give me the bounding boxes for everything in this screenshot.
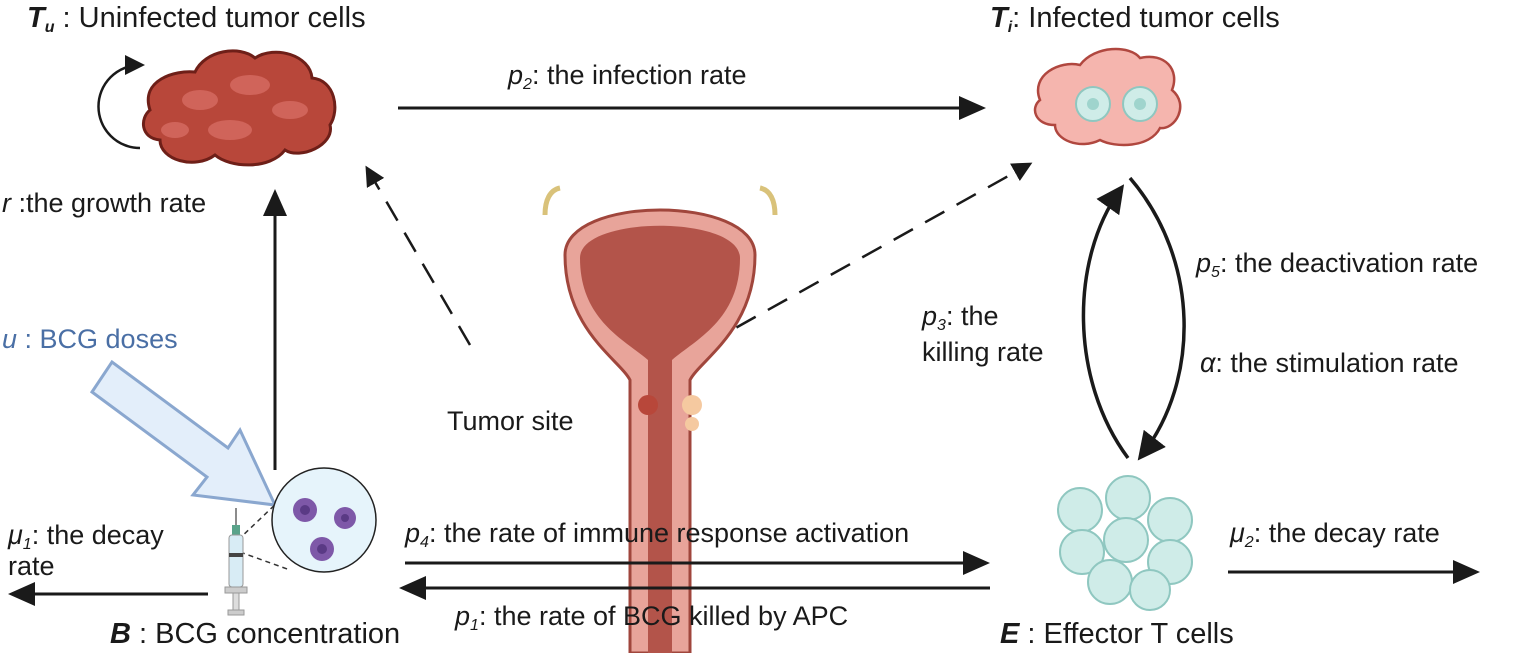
activation-rate-label: p4: the rate of immune response activati… [405, 518, 910, 551]
bcg-dose-arrow [89, 359, 278, 507]
deactivation-rate-label: p5: the deactivation rate [1196, 248, 1479, 281]
syringe-icon [224, 508, 248, 616]
stimulation-rate-label: α: the stimulation rate [1200, 348, 1459, 378]
bcg-concentration-label: B : BCG concentration [110, 618, 401, 650]
effector-decay-label: μ2: the decay rate [1230, 518, 1440, 551]
infection-rate-label: p2: the infection rate [508, 60, 747, 93]
stimulation-arrow [1128, 176, 1186, 461]
bladder-icon [542, 185, 778, 653]
infected-tumor-label: Ti: Infected tumor cells [990, 2, 1280, 36]
infected-tumor-icon [1033, 47, 1182, 147]
bcg-doses-label: u : BCG doses [2, 324, 178, 354]
dashed-arrow-to-uninfected [365, 165, 472, 346]
tumor-site-label: Tumor site [447, 406, 574, 436]
growth-rate-label: r :the growth rate [2, 188, 207, 218]
bcg-bacteria-icon [237, 467, 377, 573]
growth-loop-arrow [97, 55, 145, 150]
uninfected-tumor-label: Tu : Uninfected tumor cells [27, 2, 366, 36]
dashed-arrow-to-infected [704, 162, 1033, 347]
effector-cells-label: E : Effector T cells [1000, 618, 1234, 650]
uninfected-tumor-icon [141, 49, 337, 167]
killing-arrow [1081, 184, 1130, 460]
bcg-killed-label: p1: the rate of BCG killed by APC [455, 601, 849, 634]
effector-t-cells-icon [1057, 475, 1193, 611]
